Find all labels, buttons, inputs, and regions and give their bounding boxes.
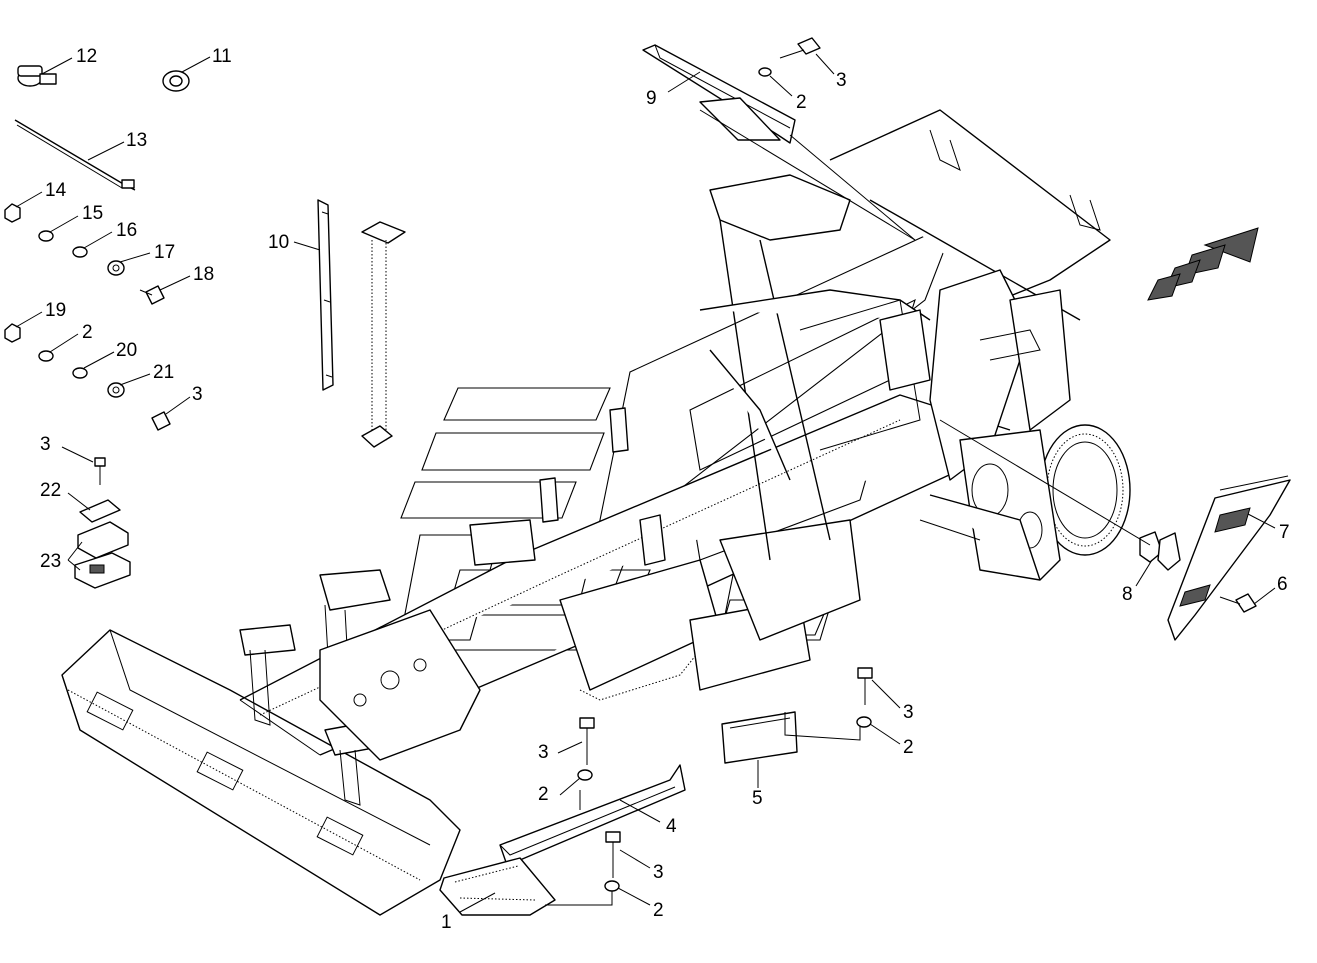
callout-labels: 12 11 13 14 15 16 17 18 19 2 20 21 3 3 2… <box>40 46 1290 933</box>
callout-19: 19 <box>45 300 66 321</box>
callout-22: 22 <box>40 480 61 501</box>
callout-14: 14 <box>45 180 67 201</box>
callout-12: 12 <box>76 46 97 67</box>
bolt-3e <box>579 717 595 765</box>
washer-2e <box>604 880 620 892</box>
callout-20: 20 <box>116 340 137 361</box>
callout-2-top: 2 <box>796 92 807 113</box>
callout-3-left-upper: 3 <box>192 384 203 405</box>
washer-2d <box>577 769 593 781</box>
callout-10: 10 <box>268 232 289 253</box>
bolt-3f <box>605 831 621 878</box>
fastener-set-19-21 <box>4 323 171 431</box>
leader-lines <box>15 53 1276 913</box>
callout-18: 18 <box>193 264 214 285</box>
cable-tie-part-13 <box>14 119 136 191</box>
callout-23: 23 <box>40 551 61 572</box>
callout-7: 7 <box>1279 522 1290 543</box>
callout-5: 5 <box>752 788 763 809</box>
skid-plate-part-1 <box>439 857 613 916</box>
washer-2b <box>758 67 772 77</box>
callout-11: 11 <box>212 46 232 67</box>
callout-1: 1 <box>441 912 452 933</box>
callout-3-bottom: 3 <box>653 862 664 883</box>
clamp-block-assembly <box>74 457 131 589</box>
bolt-3d <box>857 667 873 705</box>
fastener-set-14-18 <box>4 203 165 305</box>
rail-part-10 <box>317 199 334 391</box>
front-bumper <box>61 629 461 916</box>
callout-15: 15 <box>82 203 103 224</box>
callout-4: 4 <box>666 816 677 837</box>
plate-part-5 <box>721 711 861 764</box>
loose-parts <box>4 37 1291 916</box>
callout-6: 6 <box>1277 574 1288 595</box>
washer-2c <box>856 716 872 728</box>
grommet-part-11 <box>162 70 190 92</box>
callout-3-left-lower: 3 <box>40 434 51 455</box>
callout-2-center: 2 <box>538 784 549 805</box>
callout-21: 21 <box>153 362 174 383</box>
callout-2-left: 2 <box>82 322 93 343</box>
channel-part-4 <box>499 764 686 869</box>
cover-plate-7 <box>1167 475 1291 641</box>
callout-3-center: 3 <box>538 742 549 763</box>
clamp-part-12 <box>17 65 57 87</box>
bolt-3c <box>779 37 821 59</box>
callout-9: 9 <box>646 88 657 109</box>
support-post <box>361 221 406 448</box>
callout-2-right: 2 <box>903 737 914 758</box>
main-frame <box>61 109 1131 916</box>
callout-3-top: 3 <box>836 70 847 91</box>
callout-2-bottom: 2 <box>653 900 664 921</box>
clamp-part-8 <box>939 419 1181 571</box>
callout-8: 8 <box>1122 584 1133 605</box>
bolt-6 <box>1219 593 1257 613</box>
callout-17: 17 <box>154 242 175 263</box>
callout-16: 16 <box>116 220 137 241</box>
callout-13: 13 <box>126 130 147 151</box>
callout-3-right: 3 <box>903 702 914 723</box>
direction-arrow-icon <box>1147 227 1259 301</box>
bracket-part-9 <box>642 44 916 241</box>
